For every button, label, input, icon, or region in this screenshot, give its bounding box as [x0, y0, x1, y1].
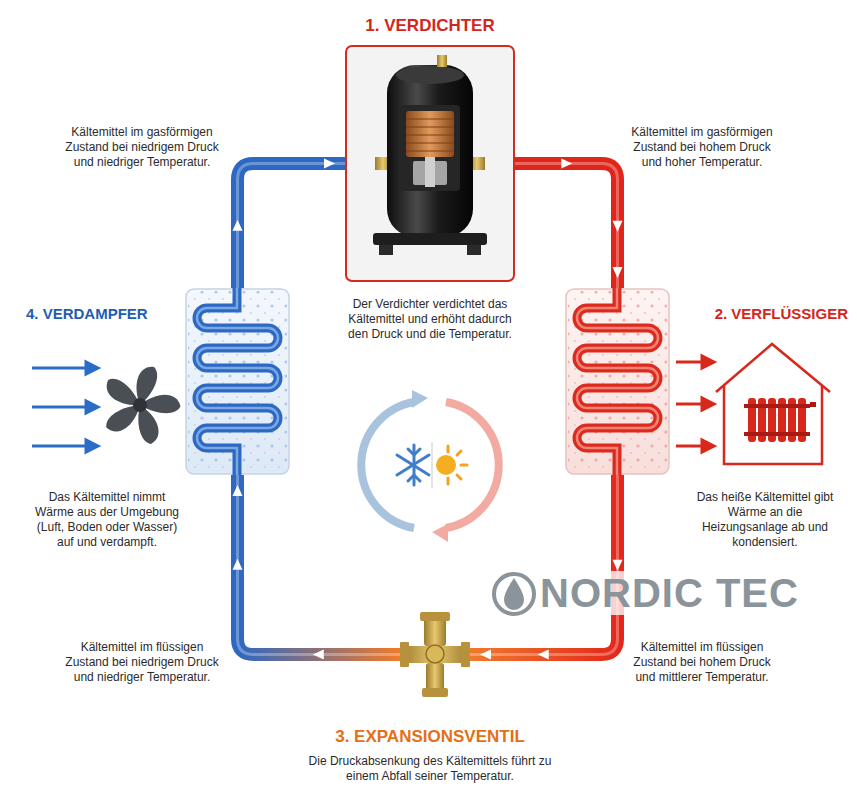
- pipe: [238, 164, 346, 289]
- pipe-highlight: [470, 475, 618, 655]
- condenser-box: 2. VERFLÜSSIGERDas heiße Kältemittel gib…: [565, 288, 670, 475]
- cycle-icon: [361, 390, 498, 542]
- compressor-illustration: [345, 45, 515, 282]
- pipe-highlight: [515, 164, 618, 289]
- component-description: Das heiße Kältemittel gibt Wärme an die …: [689, 490, 841, 550]
- fan-icon: [103, 367, 182, 446]
- component-description: Die Druckabsenkung des Kältemittels führ…: [294, 754, 566, 784]
- flow-arrowhead: [313, 650, 324, 660]
- evaporator-box: 4. VERDAMPFERDas Kältemittel nimmt Wärme…: [185, 288, 290, 475]
- flow-arrowhead: [480, 650, 491, 660]
- flow-arrowhead: [233, 559, 243, 570]
- expansion-valve: 3. EXPANSIONSVENTILDie Druckabsenkung de…: [400, 612, 470, 697]
- component-title: 4. VERDAMPFER: [26, 304, 180, 324]
- state-note: Kältemittel im gasförmigen Zustand bei h…: [622, 125, 782, 170]
- flow-arrowhead: [538, 650, 549, 660]
- condenser-illustration: [565, 288, 670, 475]
- pipe-highlight: [238, 475, 401, 655]
- flow-arrowhead: [233, 220, 243, 231]
- pipe: [238, 475, 401, 655]
- heat-arrows: [676, 356, 714, 452]
- valve-illustration: [400, 612, 470, 697]
- pipe: [470, 475, 618, 655]
- pipe-highlight: [238, 164, 346, 289]
- compressor-frame: 1. VERDICHTERDer Verdichter verdichtet d…: [345, 45, 515, 282]
- air-arrows: [32, 362, 98, 452]
- evaporator-illustration: [185, 288, 290, 475]
- pipe-connector: [233, 159, 346, 289]
- pipe-connector: [233, 475, 401, 660]
- pipe-connector: [470, 475, 623, 660]
- flow-arrowhead: [613, 560, 623, 571]
- flow-arrowhead: [233, 485, 243, 496]
- flow-arrowhead: [324, 159, 335, 169]
- component-title: 1. VERDICHTER: [310, 16, 550, 36]
- flow-arrowhead: [613, 267, 623, 278]
- state-note: Kältemittel im flüssigen Zustand bei nie…: [62, 640, 222, 685]
- flow-arrowhead: [613, 221, 623, 232]
- component-title: 3. EXPANSIONSVENTIL: [290, 727, 570, 747]
- state-note: Kältemittel im gasförmigen Zustand bei n…: [62, 125, 222, 170]
- state-note: Kältemittel im flüssigen Zustand bei hoh…: [622, 640, 782, 685]
- watermark: NORDIC TEC: [536, 571, 803, 615]
- component-description: Der Verdichter verdichtet das Kältemitte…: [339, 297, 521, 342]
- pipe-connector: [515, 159, 623, 289]
- component-description: Das Kältemittel nimmt Wärme aus der Umge…: [28, 490, 186, 550]
- house-icon: [716, 344, 830, 464]
- component-title: 2. VERFLÜSSIGER: [694, 304, 848, 324]
- watermark-logo: [494, 574, 534, 614]
- flow-arrowhead: [561, 159, 572, 169]
- pipe: [515, 164, 618, 289]
